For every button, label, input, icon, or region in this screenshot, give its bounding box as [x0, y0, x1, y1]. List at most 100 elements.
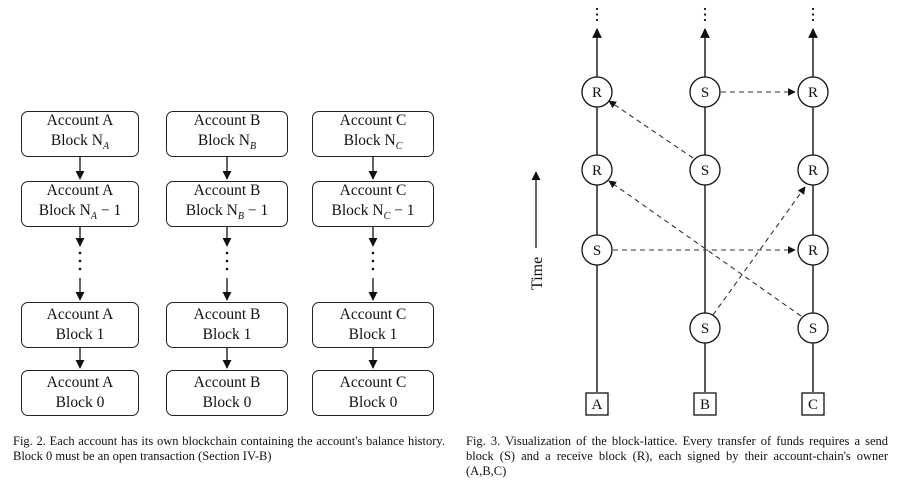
ellipsis-dot: [225, 259, 229, 263]
block-b-n-minus-1: Account B Block NB − 1: [166, 181, 288, 227]
fig3-caption: Fig. 3. Visualization of the block-latti…: [466, 434, 888, 478]
block-account-label: Account B: [193, 181, 261, 199]
node-label: S: [701, 85, 709, 101]
block-subscript: C: [383, 211, 391, 223]
fig2-caption: Fig. 2. Each account has its own blockch…: [13, 434, 445, 463]
block-a-n-minus-1: Account A Block NA − 1: [21, 181, 139, 227]
ellipsis-dot: [595, 13, 599, 16]
ellipsis-dot: [225, 251, 229, 255]
account-box-b: B: [693, 392, 717, 416]
account-label: C: [808, 397, 818, 413]
node-b-send: S: [689, 76, 721, 108]
block-subscript: A: [90, 211, 97, 223]
node-b-send: S: [689, 154, 721, 186]
block-number-label: Block 0: [348, 394, 398, 411]
block-account-label: Account C: [339, 374, 407, 391]
block-c-n-minus-1: Account C Block NC − 1: [312, 181, 434, 227]
block-account-label: Account A: [46, 111, 114, 129]
node-b-send: S: [689, 312, 721, 344]
ellipsis-dot: [371, 259, 375, 263]
ellipsis-dot: [371, 267, 375, 271]
node-c-receive: R: [797, 154, 829, 186]
block-account-label: Account A: [46, 181, 114, 199]
node-label: R: [808, 243, 818, 259]
block-account-label: Account B: [193, 306, 261, 323]
block-account-label: Account A: [46, 306, 114, 323]
node-c-receive: R: [797, 234, 829, 266]
node-label: S: [593, 243, 601, 259]
block-number-label: Block 1: [55, 326, 105, 343]
ellipsis-dot: [703, 18, 707, 22]
block-account-label: Account C: [339, 181, 407, 199]
ellipsis-dot: [225, 267, 229, 271]
ellipsis-dot: [811, 18, 815, 22]
node-a-receive: R: [581, 76, 613, 108]
block-account-label: Account B: [193, 374, 261, 391]
block-number-label: Block N: [331, 201, 384, 219]
fig2-arrows: [75, 157, 378, 369]
node-a-send: S: [581, 234, 613, 266]
transfer-arrow: [608, 180, 802, 317]
block-number-label: Block N: [38, 201, 91, 219]
ellipsis-dot: [371, 251, 375, 255]
ellipsis-dot: [78, 251, 82, 255]
ellipsis-dot: [595, 7, 599, 11]
ellipsis-dots: [78, 251, 375, 271]
block-c-0: Account C Block 0: [312, 370, 434, 416]
account-base-boxes: A B C: [585, 392, 825, 416]
node-a-receive: R: [581, 154, 613, 186]
block-subscript: B: [249, 141, 257, 153]
block-number-label: Block N: [50, 131, 103, 149]
account-label: A: [592, 397, 603, 413]
ellipsis-dot: [703, 7, 707, 11]
block-subscript: A: [102, 141, 110, 153]
block-account-label: Account A: [46, 374, 114, 391]
node-label: R: [808, 163, 818, 179]
node-label: S: [701, 321, 709, 337]
node-label: S: [809, 321, 817, 337]
node-label: R: [592, 163, 602, 179]
ellipsis-dot: [78, 267, 82, 271]
block-number-label: Block 1: [202, 326, 252, 343]
block-account-label: Account C: [339, 111, 407, 129]
ellipsis-dot: [811, 7, 815, 11]
account-box-a: A: [585, 392, 609, 416]
block-c-1: Account C Block 1: [312, 302, 434, 348]
ellipsis-dot: [703, 13, 707, 16]
block-c-n: Account C Block NC: [312, 111, 434, 157]
account-box-c: C: [801, 392, 825, 416]
block-b-n: Account B Block NB: [166, 111, 288, 157]
ellipsis-dot: [811, 13, 815, 16]
account-label: B: [700, 397, 710, 413]
block-subscript: C: [395, 141, 403, 153]
node-label: R: [592, 85, 602, 101]
node-c-send: S: [797, 312, 829, 344]
node-label: S: [701, 163, 709, 179]
vertical-ellipsis: [595, 7, 815, 22]
node-label: R: [808, 85, 818, 101]
block-a-1: Account A Block 1: [21, 302, 139, 348]
block-number-label: Block N: [185, 201, 238, 219]
block-number-label: Block 1: [348, 326, 398, 343]
ellipsis-dot: [78, 259, 82, 263]
block-subscript: B: [237, 211, 244, 223]
transfer-arrows: [608, 88, 806, 317]
lattice-nodes: R R S S S S: [581, 76, 829, 344]
block-b-1: Account B Block 1: [166, 302, 288, 348]
block-account-label: Account C: [339, 306, 407, 323]
block-number-label: Block N: [197, 131, 250, 149]
time-axis: Time: [529, 171, 546, 290]
block-number-label: Block 0: [55, 394, 105, 411]
transfer-arrow: [608, 100, 694, 159]
block-a-n: Account A Block NA: [21, 111, 139, 157]
transfer-arrow: [712, 186, 806, 316]
node-c-receive: R: [797, 76, 829, 108]
block-account-label: Account B: [193, 111, 261, 129]
block-b-0: Account B Block 0: [166, 370, 288, 416]
ellipsis-dot: [595, 18, 599, 22]
block-a-0: Account A Block 0: [21, 370, 139, 416]
block-number-label: Block 0: [202, 394, 252, 411]
block-number-label: Block N: [343, 131, 396, 149]
